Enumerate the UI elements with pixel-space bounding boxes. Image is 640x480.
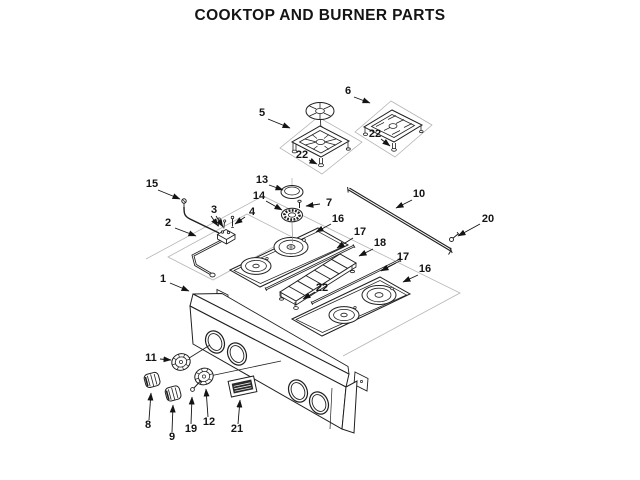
- knob-hole-3: [287, 379, 309, 403]
- trim-strip-left: [264, 244, 356, 291]
- burner-head-14: [281, 207, 303, 223]
- knob-hole-1: [204, 330, 226, 354]
- burner-screw-7: [297, 199, 302, 208]
- callout-arrow-17: [336, 237, 354, 249]
- callout-label-7-6: 7: [326, 197, 332, 209]
- callout-label-10-9: 10: [413, 188, 425, 200]
- right-grate-placement-box: [354, 100, 433, 158]
- callout-arrow-16: [315, 223, 332, 233]
- callout-arrow-22: [308, 157, 318, 165]
- callout-label-13-12: 13: [256, 174, 268, 186]
- callout-label-22-23: 22: [296, 149, 308, 161]
- knob-bezel-12: [194, 367, 214, 386]
- knob-alignment-lines: [185, 344, 282, 378]
- screw-20: [449, 231, 460, 242]
- page-title: COOKTOP AND BURNER PARTS: [194, 7, 446, 24]
- callout-arrow-11: [159, 356, 172, 363]
- callout-arrow-6: [353, 96, 371, 104]
- callout-arrow-13: [268, 184, 284, 191]
- callout-label-16-19: 16: [419, 263, 431, 275]
- callout-label-18-17: 18: [374, 237, 386, 249]
- callout-label-16-15: 16: [332, 213, 344, 225]
- main-top-panel-phantom: [145, 100, 461, 357]
- callout-label-3-2: 3: [211, 204, 217, 216]
- center-burner-grate: [279, 253, 357, 310]
- knob-hole-4: [308, 391, 330, 415]
- callout-label-21-22: 21: [231, 423, 243, 435]
- callout-arrow-22: [302, 291, 316, 300]
- main-top-panel-outline: [145, 195, 461, 357]
- callout-label-1-0: 1: [160, 273, 166, 285]
- right-burner-module: [290, 276, 412, 337]
- callout-arrow-15: [157, 189, 181, 200]
- callout-arrow-21: [236, 399, 243, 425]
- rear-trim-rail: [347, 186, 453, 255]
- callout-label-9-8: 9: [169, 431, 175, 443]
- callout-label-22-25: 22: [316, 282, 328, 294]
- valve-stem-19: [190, 379, 202, 392]
- callout-arrow-10: [395, 199, 413, 209]
- callout-label-22-24: 22: [369, 128, 381, 140]
- callout-arrow-9: [169, 404, 176, 433]
- mounting-screws-3: [217, 217, 227, 229]
- callout-arrow-22: [380, 138, 391, 147]
- callout-label-12-11: 12: [203, 416, 215, 428]
- callout-label-20-21: 20: [482, 213, 494, 225]
- knob-bezel-11: [171, 353, 191, 371]
- callout-label-15-14: 15: [146, 178, 158, 190]
- callout-label-6-5: 6: [345, 85, 351, 97]
- rating-plate-21: [227, 375, 258, 398]
- panel-crease: [329, 387, 333, 430]
- igniter-wire: [183, 206, 220, 234]
- surface-burner-cap-13: [280, 185, 304, 199]
- manifold-panel: [185, 288, 369, 434]
- callout-arrow-2: [174, 227, 197, 237]
- callout-arrow-1: [169, 282, 190, 292]
- left-burner-module: [228, 227, 350, 288]
- callout-label-19-20: 19: [185, 423, 197, 435]
- callout-arrow-8: [147, 392, 154, 421]
- callout-arrow-5: [267, 118, 291, 129]
- callout-label-14-13: 14: [253, 190, 266, 202]
- callout-label-17-16: 17: [354, 226, 366, 238]
- callout-label-4-3: 4: [249, 206, 256, 218]
- right-burner-grate: [362, 109, 424, 152]
- callout-arrow-7: [305, 201, 321, 208]
- igniter-screw-15: [181, 198, 187, 207]
- callout-label-2-1: 2: [165, 217, 171, 229]
- callout-arrow-3: [215, 215, 224, 228]
- spark-module: [216, 228, 236, 245]
- callout-label-5-4: 5: [259, 107, 265, 119]
- knob-hole-2: [226, 342, 248, 366]
- callout-arrow-14: [265, 200, 283, 211]
- gas-supply-tube: [191, 239, 222, 278]
- standoff-screw-4: [230, 215, 235, 228]
- control-knob-9: [164, 385, 182, 402]
- callout-arrow-4: [234, 216, 246, 225]
- burner-cap-wheel: [305, 102, 335, 129]
- callout-arrow-12: [203, 388, 210, 418]
- control-knob-8: [143, 371, 161, 389]
- callout-arrow-17: [380, 262, 397, 272]
- callout-arrow-16: [402, 274, 419, 283]
- callout-arrow-20: [457, 223, 481, 237]
- main-top-panel-cutout: [167, 213, 293, 281]
- callout-label-11-10: 11: [145, 352, 157, 364]
- callout-label-17-18: 17: [397, 251, 409, 263]
- panel-end-cap: [341, 380, 358, 434]
- left-burner-grate: [290, 125, 351, 168]
- left-grate-placement-box: [279, 116, 363, 175]
- callout-label-8-7: 8: [145, 419, 151, 431]
- burner-alignment-axis: [291, 221, 293, 244]
- callout-arrow-18: [358, 248, 374, 257]
- callout-arrow-19: [188, 396, 195, 425]
